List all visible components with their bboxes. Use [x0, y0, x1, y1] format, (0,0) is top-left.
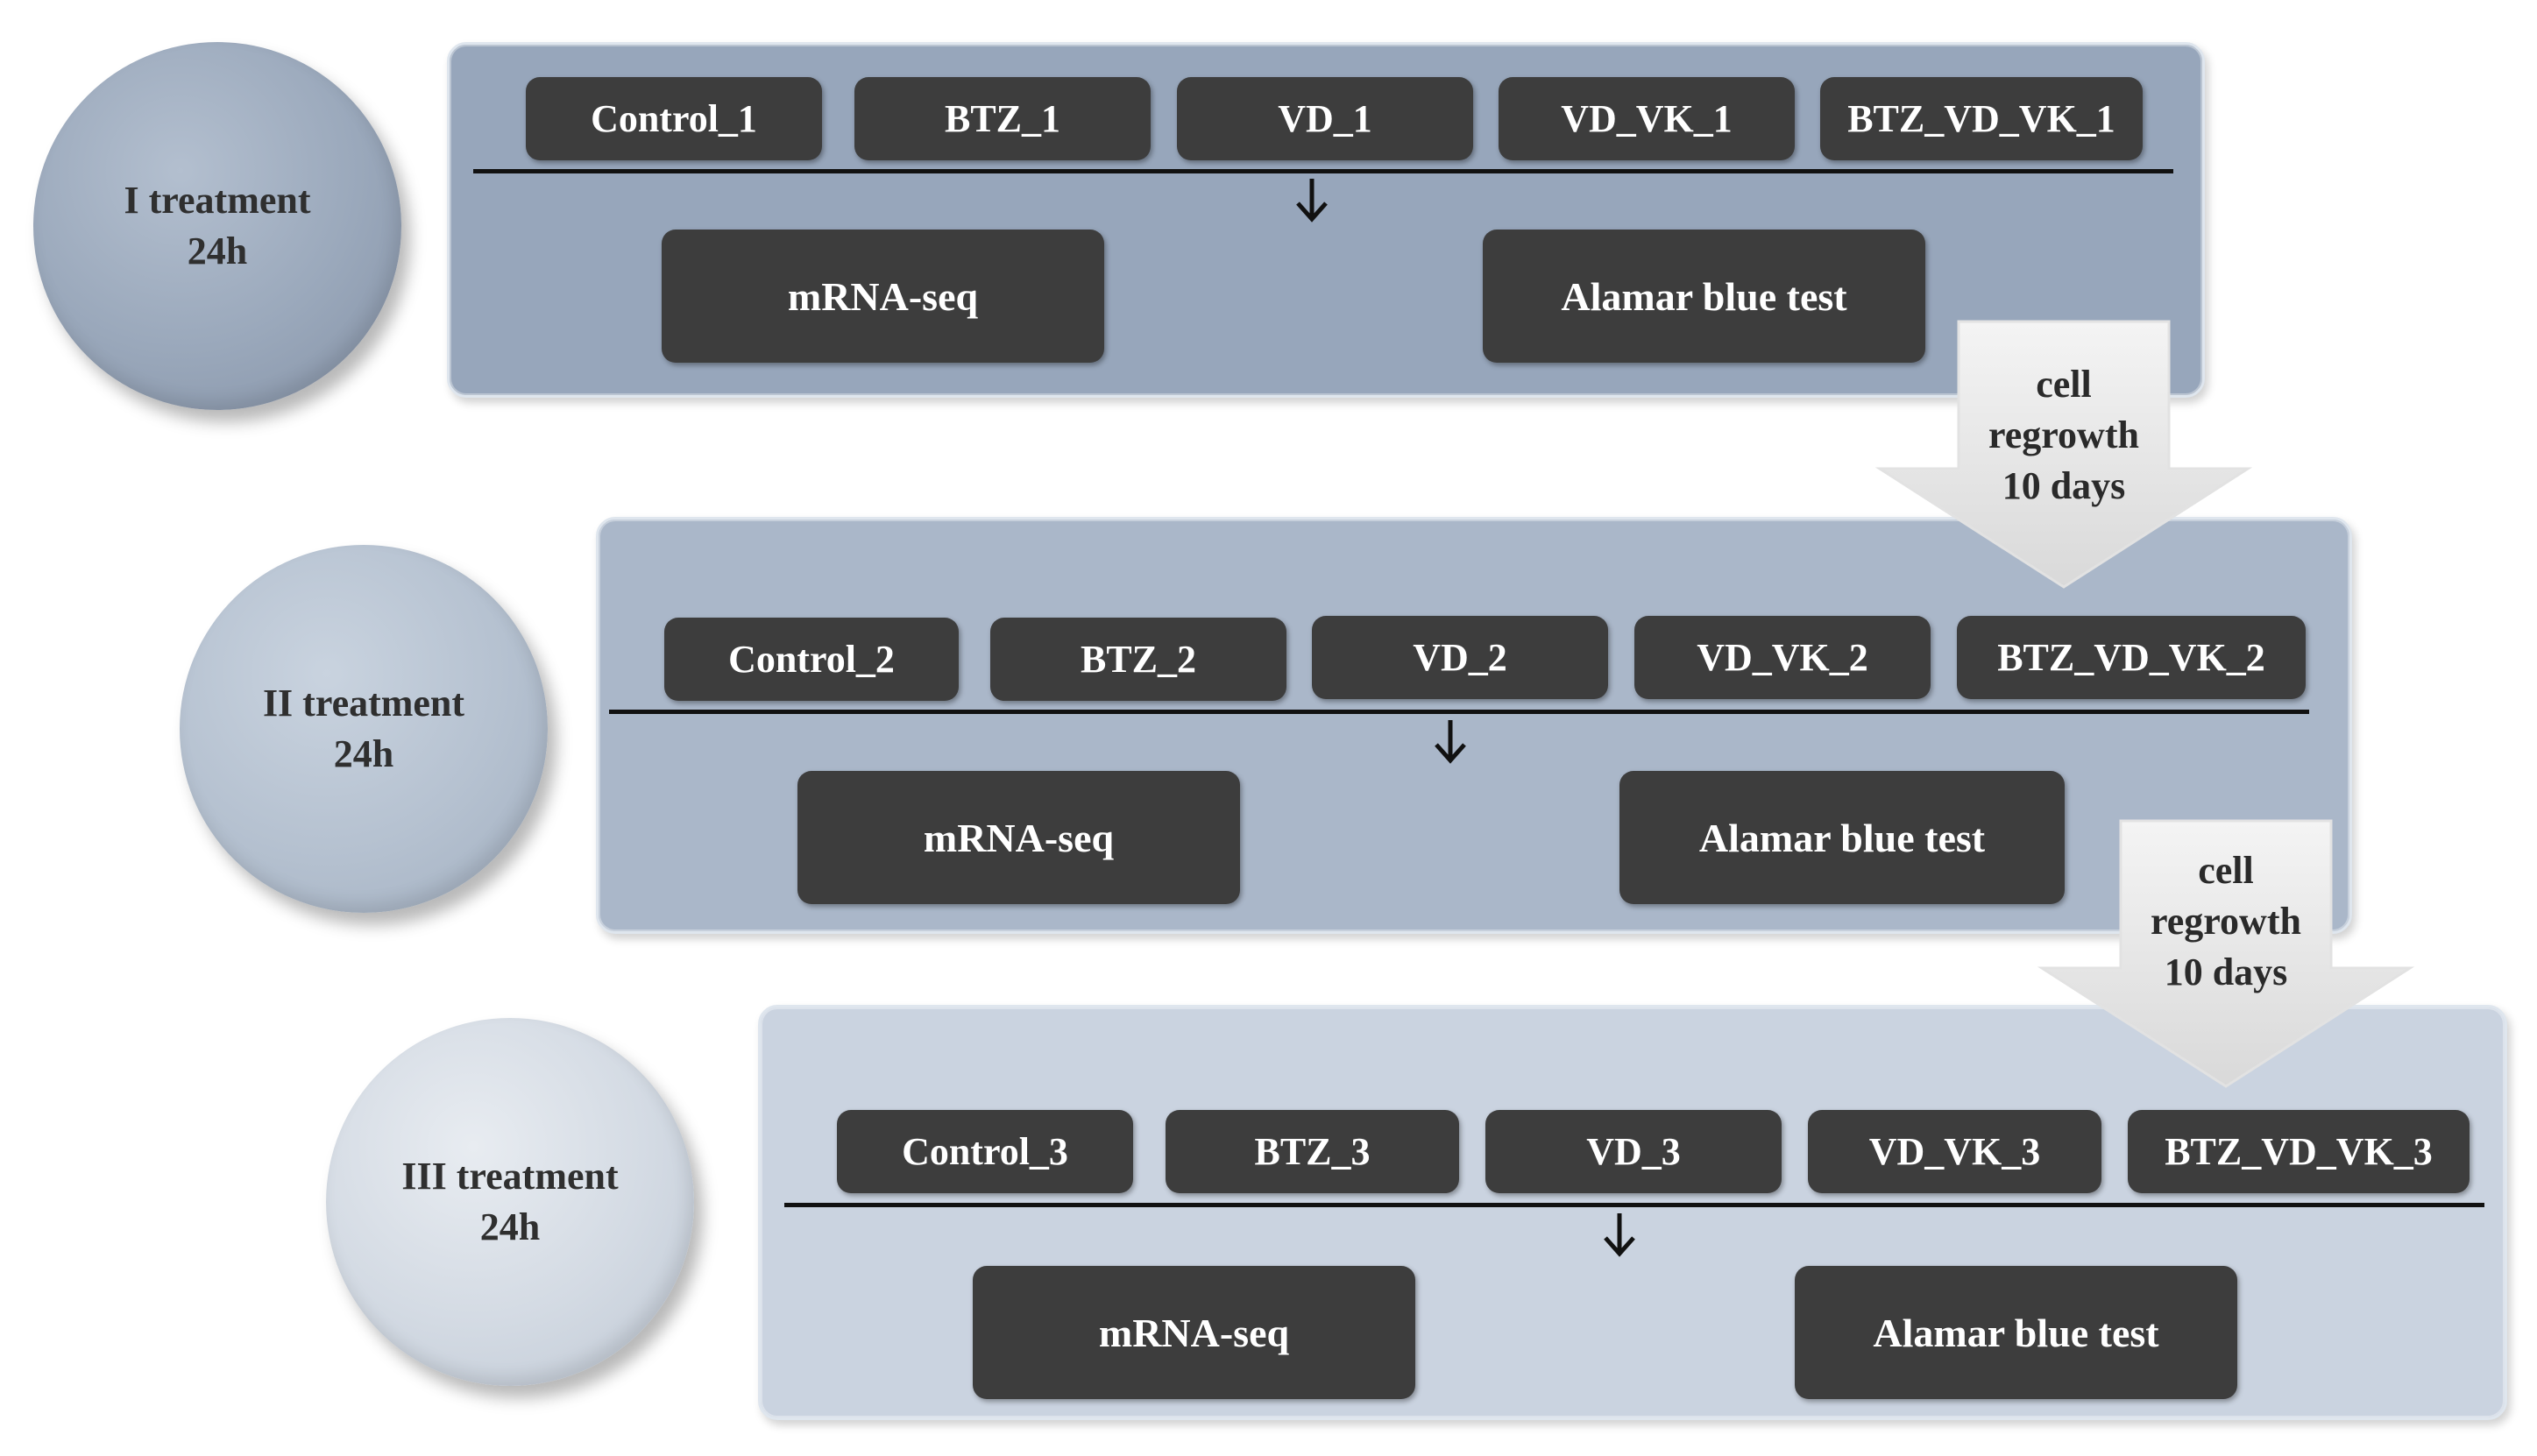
assay-box-mrna-seq: mRNA-seq [973, 1266, 1415, 1399]
assay-box-mrna-seq: mRNA-seq [662, 230, 1104, 363]
stage-3-duration: 24h [479, 1205, 541, 1248]
group-box: BTZ_VD_VK_2 [1957, 616, 2306, 699]
stage-1-circle: I treatment 24h [33, 42, 401, 410]
group-box: BTZ_VD_VK_3 [2128, 1110, 2470, 1193]
assay-box-alamar-blue: Alamar blue test [1619, 771, 2065, 904]
stage-3-title: III treatment [401, 1155, 619, 1198]
divider-line [473, 169, 2173, 173]
group-box: BTZ_1 [854, 77, 1151, 160]
down-arrow-icon [1604, 1213, 1635, 1257]
stage-1-title: I treatment [124, 179, 311, 222]
stage-3-circle: III treatment 24h [326, 1018, 694, 1386]
group-box: VD_2 [1312, 616, 1608, 699]
stage-2-title: II treatment [262, 682, 465, 724]
down-arrow-icon [1435, 720, 1466, 764]
regrowth-arrow-2-icon [2037, 819, 2415, 1088]
group-box: Control_3 [837, 1110, 1133, 1193]
group-box: VD_1 [1177, 77, 1473, 160]
divider-line [609, 710, 2309, 714]
group-box: BTZ_3 [1166, 1110, 1459, 1193]
stage-2-duration: 24h [333, 732, 394, 775]
divider-line [784, 1203, 2484, 1207]
regrowth-arrow-1-icon [1874, 320, 2253, 589]
stage-1-duration: 24h [187, 230, 248, 272]
group-box: Control_2 [664, 618, 959, 701]
group-box: VD_3 [1485, 1110, 1782, 1193]
assay-box-alamar-blue: Alamar blue test [1795, 1266, 2237, 1399]
regrowth-label-2: cell regrowth 10 days [2151, 849, 2301, 993]
group-box: VD_VK_2 [1634, 616, 1931, 699]
group-box: BTZ_2 [990, 618, 1286, 701]
group-box: VD_VK_1 [1499, 77, 1795, 160]
regrowth-label-1: cell regrowth 10 days [1988, 363, 2139, 507]
group-box: Control_1 [526, 77, 822, 160]
down-arrow-icon [1296, 179, 1328, 223]
group-box: VD_VK_3 [1808, 1110, 2101, 1193]
assay-box-mrna-seq: mRNA-seq [797, 771, 1240, 904]
stage-2-circle: II treatment 24h [180, 545, 548, 913]
group-box: BTZ_VD_VK_1 [1820, 77, 2143, 160]
assay-box-alamar-blue: Alamar blue test [1483, 230, 1925, 363]
